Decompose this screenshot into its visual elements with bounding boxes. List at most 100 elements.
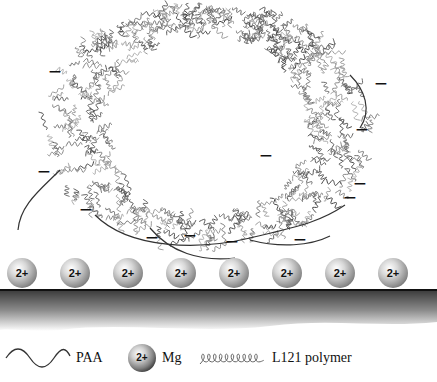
l121-coil [283,19,293,29]
l121-coil [321,179,341,186]
l121-coil [75,47,82,57]
l121-coil [303,30,320,40]
charge-sign: − [344,187,357,209]
l121-coil [309,115,323,128]
l121-coil [270,25,283,33]
l121-coil [325,101,336,106]
l121-coil [141,18,150,30]
l121-coil [108,85,124,96]
l121-coil [114,165,121,184]
charge-label: 2+ [281,267,294,279]
charge-sign: − [38,161,51,183]
legend-text: PAA [76,350,103,366]
l121-coil [199,230,208,244]
l121-coil [93,113,103,123]
l121-coil [275,12,282,22]
l121-coil [298,69,302,85]
legend-paa-sample [6,349,70,367]
l121-coil [48,150,64,156]
l121-coil [263,224,276,228]
l121-coil [326,196,341,208]
l121-coil [164,4,182,9]
l121-coil [53,93,63,101]
l121-coil [332,77,339,93]
mg-ion: 2+ [60,258,90,288]
l121-coil [290,198,308,202]
l121-coil [260,201,273,206]
l121-coil [245,22,260,30]
l121-coil [324,187,331,201]
l121-coil [101,183,111,193]
charge-label: 2+ [387,267,400,279]
legend-charge-label: 2+ [136,353,147,363]
l121-coil [127,52,142,59]
l121-coil [298,173,312,184]
l121-coil [89,108,94,121]
l121-coil [132,31,139,43]
l121-coil [321,94,337,107]
charge-label: 2+ [122,267,135,279]
l121-coil [321,82,329,93]
l121-coil [314,131,328,144]
l121-coil [161,209,174,215]
l121-coil [67,120,74,137]
l121-coil [64,186,69,197]
charge-sign: − [375,73,388,95]
charge-sign: − [260,145,273,167]
l121-coil [114,60,119,79]
l121-coil [76,130,86,143]
mg-ion: 2+ [272,258,302,288]
l121-coil [121,174,131,191]
l121-coil [293,169,309,182]
l121-coil [106,215,119,220]
mg-ion: 2+ [325,258,355,288]
l121-coil [190,25,203,32]
charge-sign: − [226,231,239,253]
l121-coil [84,145,94,153]
l121-coil [295,40,307,52]
paa-chains [18,75,366,259]
l121-coil [358,101,371,117]
l121-coil [267,48,279,56]
l121-coil [151,20,164,25]
l121-coil [220,223,225,241]
l121-coil [192,3,200,16]
l121-coil [164,230,180,238]
l121-coil [167,27,178,36]
l121-coil [160,10,173,25]
l121-coil [282,36,293,43]
l121-coil [334,99,340,118]
l121-coil [308,134,324,140]
l121-coil [72,193,80,204]
l121-coil [39,112,48,130]
legend-text: Mg [162,350,181,366]
l121-coil [245,36,256,41]
l121-coil [95,30,102,41]
l121-coil [338,154,343,169]
l121-coil [241,231,247,243]
l121-coil [69,61,79,66]
l121-coil [99,123,112,132]
l121-coil [316,119,329,128]
substrate-surface [0,289,437,291]
l121-coil [94,85,101,99]
l121-coil [109,43,118,52]
l121-coil [174,4,179,14]
l121-coil [104,162,122,174]
l121-coil [96,152,107,164]
l121-coil [351,102,360,121]
l121-coil [306,71,311,87]
l121-coil [59,163,69,174]
l121-coil [293,25,306,32]
l121-coil [256,201,261,218]
l121-coil [120,58,137,64]
l121-coil [118,22,124,36]
mg-ion: 2+ [113,258,143,288]
l121-coil [83,58,98,64]
l121-coil [315,32,323,48]
l121-coil [303,86,308,98]
l121-coil [331,63,343,77]
l121-coil [315,149,324,161]
l121-coil [92,95,105,103]
l121-coil [319,106,324,125]
